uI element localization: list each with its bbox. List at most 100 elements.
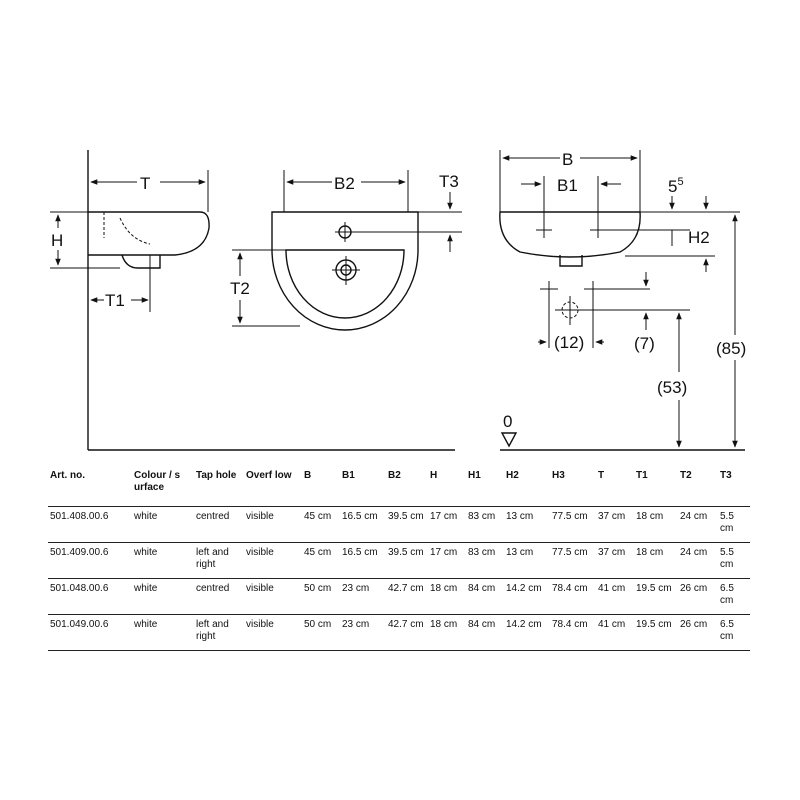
front-basin-outer (271, 211, 419, 331)
table-cell: 24 cm (678, 542, 718, 579)
table-cell: centred (194, 578, 244, 615)
table-cell: 83 cm (466, 542, 504, 579)
table-cell: 23 cm (340, 578, 386, 615)
table-cell: 84 cm (466, 578, 504, 615)
table-cell: 17 cm (428, 542, 466, 579)
column-header: T2 (678, 470, 718, 507)
label-T: T (140, 174, 150, 193)
label-T1: T1 (105, 291, 125, 310)
technical-drawing: T H T1 B2 T3 (50, 150, 746, 451)
front-bowl (285, 249, 405, 319)
label-H: H (51, 231, 63, 250)
label-7: (7) (634, 334, 655, 353)
column-header: T1 (634, 470, 678, 507)
table-cell: left and right (194, 614, 244, 651)
table-cell: 39.5 cm (386, 506, 428, 543)
label-B: B (562, 150, 573, 169)
table-cell: 41 cm (596, 614, 634, 651)
table-cell: 45 cm (302, 506, 340, 543)
table-cell: 37 cm (596, 506, 634, 543)
table-cell: 6.5 cm (718, 614, 750, 651)
label-B2: B2 (334, 174, 355, 193)
table-cell: 5.5 cm (718, 542, 750, 579)
table-cell: 16.5 cm (340, 506, 386, 543)
side-drain (121, 254, 161, 269)
table-cell: 501.409.00.6 (48, 542, 132, 579)
table-cell: 17 cm (428, 506, 466, 543)
column-header: T3 (718, 470, 750, 507)
column-header: B (302, 470, 340, 507)
column-header: B1 (340, 470, 386, 507)
table-cell: 26 cm (678, 578, 718, 615)
floor-level-triangle-icon (500, 432, 518, 448)
table-cell: 77.5 cm (550, 506, 596, 543)
table-cell: 26 cm (678, 614, 718, 651)
table-cell: 14.2 cm (504, 578, 550, 615)
table-cell: 45 cm (302, 542, 340, 579)
table-cell: 18 cm (634, 506, 678, 543)
table-cell: 18 cm (634, 542, 678, 579)
table-cell: visible (244, 542, 302, 579)
column-header: Overf low (244, 470, 302, 507)
label-T2: T2 (230, 279, 250, 298)
table-cell: 42.7 cm (386, 614, 428, 651)
table-cell: 23 cm (340, 614, 386, 651)
table-cell: 77.5 cm (550, 542, 596, 579)
label-T3: T3 (439, 172, 459, 191)
table-cell: 16.5 cm (340, 542, 386, 579)
table-cell: 501.408.00.6 (48, 506, 132, 543)
column-header: Colour / s urface (132, 470, 194, 507)
table-cell: left and right (194, 542, 244, 579)
table-cell: 501.048.00.6 (48, 578, 132, 615)
column-header: H3 (550, 470, 596, 507)
table-cell: white (132, 506, 194, 543)
side-view: T H T1 (50, 150, 455, 451)
table-cell: visible (244, 578, 302, 615)
label-5-5: 55 (668, 176, 684, 196)
label-53: (53) (657, 378, 687, 397)
table-cell: 5.5 cm (718, 506, 750, 543)
front-view: B2 T3 T2 (230, 170, 462, 331)
label-85: (85) (716, 339, 746, 358)
table-cell: 18 cm (428, 578, 466, 615)
table-cell: white (132, 578, 194, 615)
label-B1: B1 (557, 176, 578, 195)
table-cell: 83 cm (466, 506, 504, 543)
table-cell: centred (194, 506, 244, 543)
table-cell: visible (244, 506, 302, 543)
table-cell: 13 cm (504, 506, 550, 543)
table-cell: 50 cm (302, 578, 340, 615)
label-H2: H2 (688, 228, 710, 247)
table-cell: 78.4 cm (550, 578, 596, 615)
table-cell: 19.5 cm (634, 578, 678, 615)
table-cell: 42.7 cm (386, 578, 428, 615)
table-cell: 84 cm (466, 614, 504, 651)
column-header: H2 (504, 470, 550, 507)
column-header: H1 (466, 470, 504, 507)
column-header: B2 (386, 470, 428, 507)
side-hidden-lines (103, 212, 151, 245)
table-cell: 14.2 cm (504, 614, 550, 651)
table-cell: white (132, 614, 194, 651)
rear-drain (559, 255, 583, 267)
table-cell: 24 cm (678, 506, 718, 543)
column-header: Art. no. (48, 470, 132, 507)
table-cell: 41 cm (596, 578, 634, 615)
table-cell: 6.5 cm (718, 578, 750, 615)
elevation-view: B B1 55 H2 (12) (7) (499, 150, 746, 451)
rear-basin-outline (499, 211, 641, 258)
table-cell: 501.049.00.6 (48, 614, 132, 651)
table-cell: 37 cm (596, 542, 634, 579)
column-header: T (596, 470, 634, 507)
column-header: H (428, 470, 466, 507)
table-cell: 39.5 cm (386, 542, 428, 579)
table-cell: 50 cm (302, 614, 340, 651)
